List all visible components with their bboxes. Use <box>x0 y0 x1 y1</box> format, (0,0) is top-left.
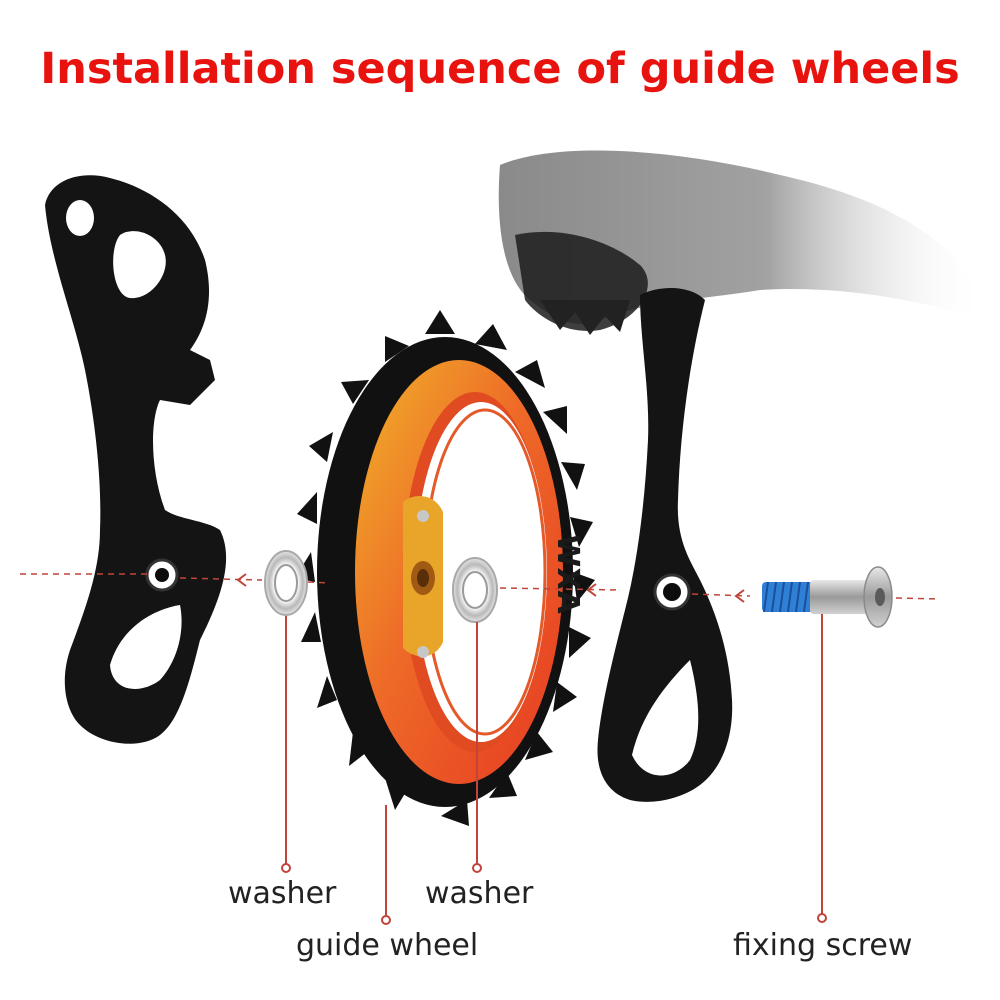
pulley-brand-mark: WXA <box>550 534 585 614</box>
right-cage-plate-image <box>597 288 733 802</box>
assembly-axis-line <box>20 573 941 603</box>
washer-left-label: washer <box>228 876 337 911</box>
derailleur-body-image <box>498 150 985 335</box>
page-title: Installation sequence of guide wheels <box>40 44 960 94</box>
washer-right-label: washer <box>425 876 534 911</box>
leader-lines <box>281 614 827 925</box>
guide-wheel-label: guide wheel <box>296 928 479 963</box>
left-cage-plate-image <box>45 175 227 744</box>
right-washer-image <box>452 557 498 623</box>
fixing-screw-label: fixing screw <box>733 928 913 963</box>
fixing-screw-image <box>762 566 893 628</box>
guide-wheel-pulley-image: WXA <box>295 310 595 826</box>
left-washer-image <box>264 550 308 616</box>
